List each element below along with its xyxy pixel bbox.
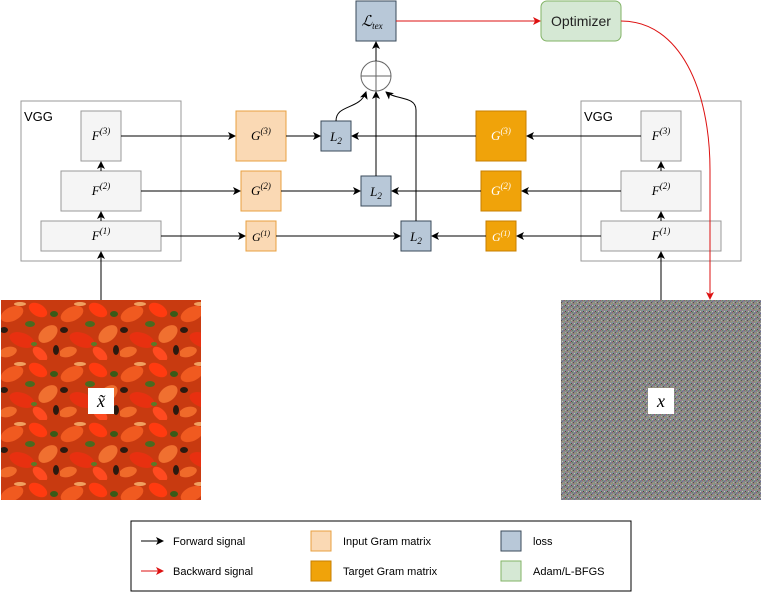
- l2-loss-2-label: L2: [369, 184, 382, 201]
- legend-box: [130, 520, 632, 592]
- right-feature-2: [620, 170, 702, 212]
- legend-target-gram-swatch: [310, 560, 332, 582]
- right-feature-3-label: F(3): [651, 126, 670, 143]
- legend-forward-label: Forward signal: [173, 536, 245, 548]
- left-vgg-label: VGG: [24, 109, 53, 124]
- input-image-label-bg: [88, 388, 114, 414]
- legend-backward-label: Backward signal: [173, 566, 253, 578]
- left-feature-1-label: F(1): [91, 226, 110, 243]
- arrow-l2-1-to-sum: [385, 91, 417, 221]
- input-gram-2-label: G(2): [251, 181, 271, 198]
- right-feature-1-label: F(1): [651, 226, 670, 243]
- input-gram-3: [235, 110, 287, 162]
- left-feature-2: [60, 170, 142, 212]
- l2-loss-1-label: L2: [409, 229, 422, 246]
- legend-loss-swatch: [500, 530, 522, 552]
- legend-optimizer-label: Adam/L-BFGS: [533, 566, 605, 578]
- legend-optimizer-swatch: [500, 560, 522, 582]
- l2-loss-3: [320, 120, 352, 152]
- input-gram-2: [240, 170, 282, 212]
- arrow-optimizer-to-image: [620, 20, 714, 300]
- legend-input-gram-swatch: [310, 530, 332, 552]
- arrow-l2-3-to-sum: [335, 91, 368, 122]
- right-feature-2-label: F(2): [651, 181, 670, 198]
- optimizer-label: Optimizer: [551, 13, 611, 29]
- input-gram-1-label: G(1): [252, 229, 270, 244]
- input-image-label: x̃: [96, 391, 106, 411]
- target-gram-3-label: G(3): [491, 126, 511, 143]
- left-feature-3: [80, 110, 122, 162]
- left-feature-2-label: F(2): [91, 181, 110, 198]
- target-gram-1-label: G(1): [492, 229, 510, 244]
- legend-target-gram-label: Target Gram matrix: [343, 566, 438, 578]
- left-feature-3-label: F(3): [91, 126, 110, 143]
- target-gram-2-label: G(2): [491, 181, 511, 198]
- target-gram-2: [480, 170, 522, 212]
- target-gram-3: [475, 110, 527, 162]
- input-gram-3-label: G(3): [251, 126, 271, 143]
- texture-loss-label: ℒtex: [361, 14, 382, 31]
- forward-arrows: [97, 41, 665, 300]
- right-vgg-label: VGG: [584, 109, 613, 124]
- l2-loss-1: [400, 220, 432, 252]
- right-feature-3: [640, 110, 682, 162]
- output-image-label: x: [656, 391, 665, 411]
- l2-loss-3-label: L2: [329, 129, 342, 146]
- legend-input-gram-label: Input Gram matrix: [343, 536, 432, 548]
- legend-loss-label: loss: [533, 536, 553, 548]
- backward-arrows: [396, 17, 714, 300]
- output-image-label-bg: [648, 388, 674, 414]
